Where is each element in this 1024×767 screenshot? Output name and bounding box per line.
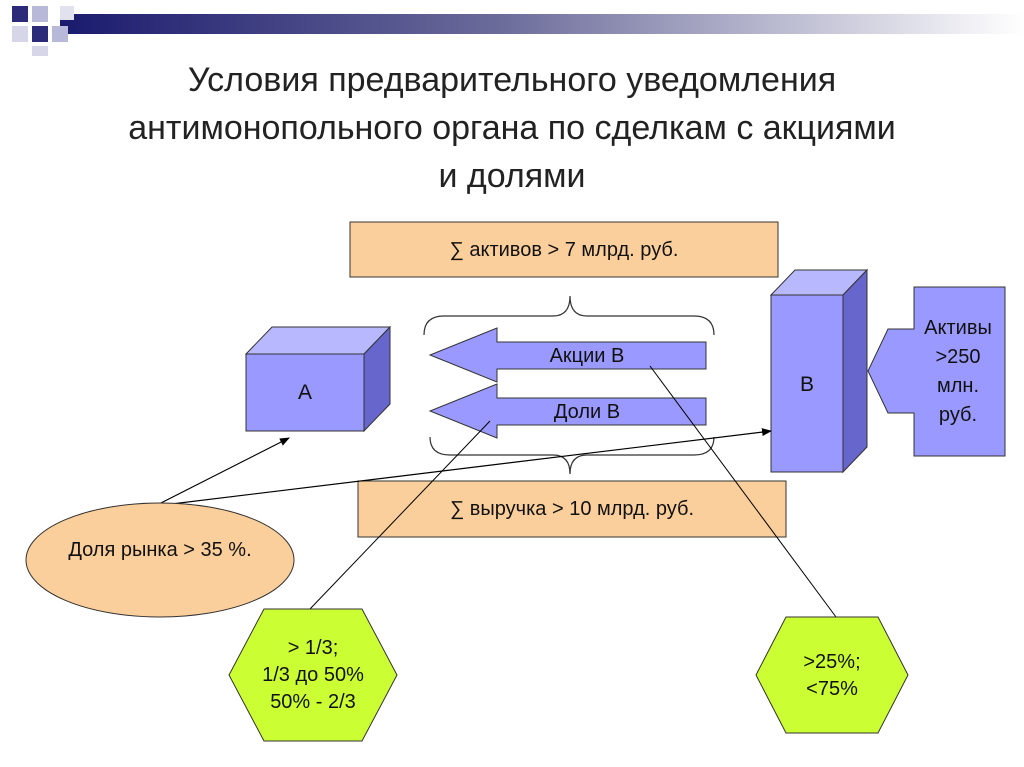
arrow-stakes [428,383,707,439]
cube-a [244,325,392,433]
market-share-ellipse [25,502,295,618]
b-assets-line-1: Активы [924,317,992,339]
share-threshold-1: >25%; [803,651,861,673]
link-stakes-to-stake-hexagon [309,420,491,610]
title-line-1: Условия предварительного уведомления [187,61,837,99]
b-assets-line-2: >250 [935,346,981,368]
market-share-arrow-to-a [154,437,290,507]
top-brace [423,295,715,336]
b-assets-line-4: руб. [938,404,978,426]
bottom-brace [429,436,715,475]
revenue-condition-box [357,480,787,538]
revenue-condition-label: ∑ выручка > 10 млрд. руб. [449,498,695,520]
stake-threshold-3: 50% - 2/3 [270,690,356,713]
title-line-3: и долями [438,157,586,195]
arrow-stakes-label: Доли В [553,400,621,423]
title-line-2: антимонопольного органа по сделкам с акц… [128,109,896,147]
cube-b [769,268,869,474]
share-thresholds-hexagon [755,616,909,734]
b-assets-label: Активы >250 млн. руб. [906,310,1010,434]
entity-b-label: В [799,373,814,396]
stake-threshold-1: > 1/3; [287,636,339,659]
assets-condition-box [349,221,779,278]
slide-title: Условия предварительного уведомления ант… [40,56,984,200]
b-assets-line-3: млн. [936,375,980,397]
market-share-label: Доля рынка > 35 %. [68,539,252,561]
header-decoration [12,6,1024,56]
link-shares-to-share-hexagon [649,365,837,618]
stake-thresholds-hexagon [228,608,398,742]
stake-threshold-2: 1/3 до 50% [262,663,364,686]
b-assets-callout [867,286,1006,457]
assets-condition-label: ∑ активов > 7 млрд. руб. [449,238,679,261]
entity-a-label: А [297,380,312,404]
arrow-shares-label: Акции В [549,344,625,367]
arrow-shares [428,327,707,383]
share-thresholds-label: >25%; <75% [756,640,908,712]
stake-thresholds-label: > 1/3; 1/3 до 50% 50% - 2/3 [229,622,397,728]
share-threshold-2: <75% [806,678,858,700]
market-share-arrow-to-b [154,428,772,507]
